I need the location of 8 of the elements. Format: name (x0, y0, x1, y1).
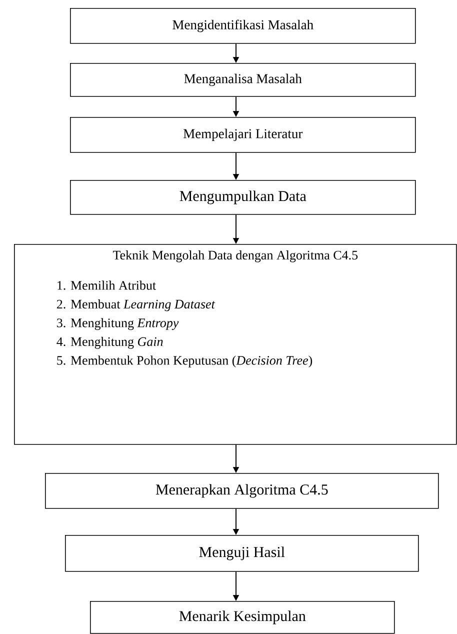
process-box: Mempelajari Literatur (70, 117, 416, 153)
process-box: Menguji Hasil (65, 535, 419, 572)
process-box: Mengidentifikasi Masalah (70, 8, 416, 44)
process-box: Menerapkan Algoritma C4.5 (45, 473, 439, 509)
process-box: Menganalisa Masalah (70, 63, 416, 97)
process-box: Mengumpulkan Data (70, 180, 416, 215)
process-box: Teknik Mengolah Data dengan Algoritma C4.5 1. Memilih Atribut 2. Membuat Learning Dataset 3. Menghitung Entropy 4. Menghitung Gain 5. Membentuk Pohon Keputusan (Decision Tree) (14, 244, 457, 445)
process-box: Menarik Kesimpulan (90, 601, 395, 634)
